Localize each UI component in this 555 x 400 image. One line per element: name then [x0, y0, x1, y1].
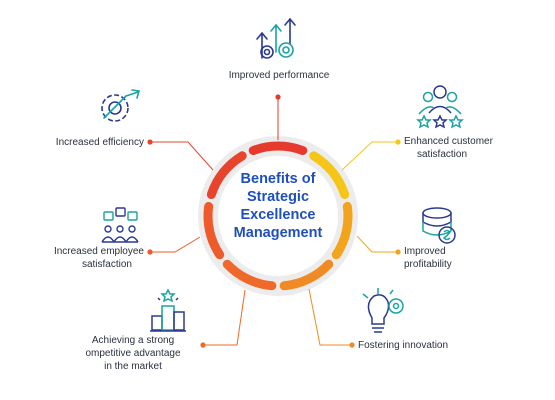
label-line: profitability: [404, 259, 452, 270]
label-increased-efficiency: Increased efficiency: [20, 136, 144, 149]
center-title-line: Strategic: [246, 189, 310, 205]
ring-segment: [206, 151, 247, 200]
dot-performance: [275, 94, 281, 100]
dot-customer: [395, 139, 401, 145]
ring-segment: [203, 201, 225, 260]
label-line: Enhanced customer: [404, 136, 493, 147]
label-increased-employee-satisfaction: Increased employee satisfaction: [20, 245, 144, 271]
ring-segment: [331, 201, 353, 260]
customer-stars-icon: [416, 85, 464, 129]
gear-arrow-icon: [101, 89, 141, 122]
dot-employee: [147, 249, 153, 255]
label-improved-profitability: Improved profitability: [404, 245, 452, 271]
employee-feedback-icon: [101, 207, 139, 243]
label-competitive-advantage: Achieving a strong ompetitive advantage …: [68, 334, 198, 373]
center-title-line: Excellence: [240, 207, 316, 223]
label-line: satisfaction: [417, 149, 468, 160]
center-title-line: Management: [233, 225, 323, 241]
label-line: Increased employee: [53, 246, 144, 257]
gears-arrows-icon: [256, 17, 296, 59]
lightbulb-gear-icon: [362, 288, 404, 333]
connector-profitability: [356, 235, 398, 253]
label-line: ompetitive advantage: [85, 348, 181, 359]
label-line: satisfaction: [81, 259, 132, 270]
ring-segment: [248, 141, 308, 156]
ring-segment: [222, 259, 277, 291]
connector-efficiency: [150, 141, 214, 171]
dot-innovation: [349, 342, 355, 348]
label-line: in the market: [104, 361, 162, 372]
center-title-line: Benefits of: [240, 171, 316, 187]
connector-advantage: [203, 289, 246, 346]
dot-profitability: [395, 249, 401, 255]
connector-employee: [150, 236, 201, 253]
ring-segment: [279, 259, 334, 291]
label-improved-performance: Improved performance: [216, 69, 342, 82]
connector-innovation: [308, 288, 352, 346]
connectors: [150, 97, 398, 346]
label-enhanced-customer-satisfaction: Enhanced customer satisfaction: [404, 135, 493, 161]
label-line: Achieving a strong: [91, 335, 175, 346]
center-title: Benefits of Strategic Excellence Managem…: [214, 170, 342, 242]
ring-segment: [309, 151, 350, 200]
coins-icon: [422, 207, 456, 244]
ring-segments: [203, 141, 353, 291]
label-fostering-innovation: Fostering innovation: [358, 339, 448, 352]
label-line: Increased efficiency: [55, 137, 144, 148]
dot-advantage: [200, 342, 206, 348]
connector-customer: [341, 141, 398, 171]
connector-dots: [147, 94, 401, 348]
label-line: Fostering innovation: [358, 340, 449, 351]
label-line: Improved: [404, 246, 446, 257]
dot-efficiency: [147, 139, 153, 145]
podium-star-icon: [150, 288, 186, 332]
label-line: Improved performance: [228, 70, 330, 81]
inner-circle: [218, 156, 338, 276]
